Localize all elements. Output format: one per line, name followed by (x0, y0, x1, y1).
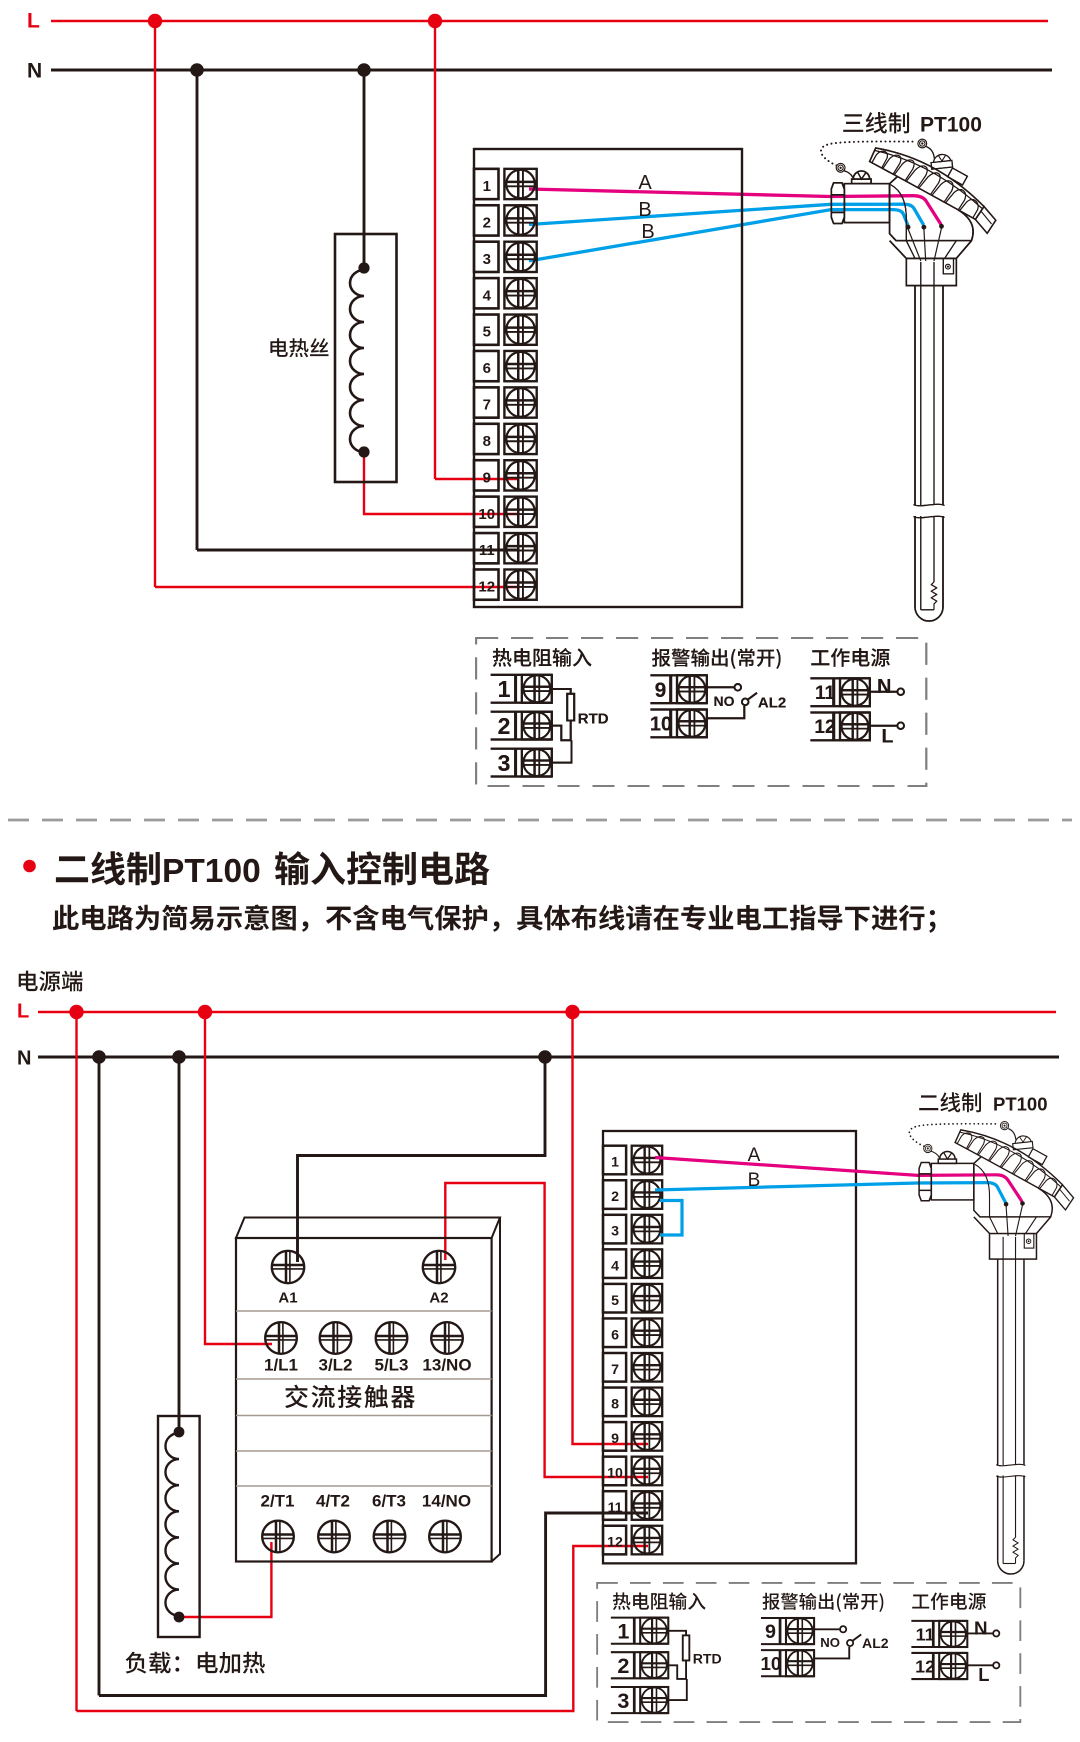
svg-text:3/L2: 3/L2 (318, 1356, 352, 1375)
svg-text:B: B (638, 199, 651, 221)
svg-text:5: 5 (611, 1293, 619, 1309)
svg-text:9: 9 (611, 1431, 619, 1447)
svg-text:7: 7 (611, 1362, 619, 1378)
svg-text:3: 3 (611, 1224, 619, 1240)
svg-text:6: 6 (611, 1327, 619, 1343)
svg-text:6: 6 (483, 360, 491, 377)
svg-text:12: 12 (607, 1535, 623, 1551)
svg-text:2: 2 (483, 214, 491, 231)
svg-text:A: A (638, 172, 652, 194)
svg-text:L: L (27, 10, 40, 33)
svg-text:PT100: PT100 (162, 853, 261, 890)
svg-text:N: N (17, 1048, 31, 1070)
svg-text:14/NO: 14/NO (422, 1492, 471, 1511)
svg-text:A1: A1 (278, 1290, 297, 1307)
svg-text:1/L1: 1/L1 (264, 1356, 298, 1375)
svg-text:1: 1 (483, 178, 491, 195)
svg-text:N: N (27, 60, 42, 83)
svg-text:A2: A2 (429, 1290, 448, 1307)
svg-text:3: 3 (483, 251, 491, 268)
svg-text:PT100: PT100 (993, 1094, 1048, 1115)
svg-text:1: 1 (611, 1155, 619, 1171)
svg-text:5/L3: 5/L3 (374, 1356, 408, 1375)
svg-text:B: B (641, 221, 654, 243)
svg-text:11: 11 (479, 542, 495, 559)
svg-text:8: 8 (483, 433, 491, 450)
svg-text:13/NO: 13/NO (422, 1356, 471, 1375)
svg-text:6/T3: 6/T3 (372, 1492, 406, 1511)
svg-text:7: 7 (483, 397, 491, 414)
svg-text:10: 10 (478, 506, 495, 523)
svg-text:12: 12 (478, 579, 495, 596)
svg-text:A: A (748, 1145, 761, 1166)
svg-text:2/T1: 2/T1 (260, 1492, 294, 1511)
svg-text:4/T2: 4/T2 (316, 1492, 350, 1511)
svg-text:L: L (17, 1001, 29, 1023)
svg-text:4: 4 (483, 287, 492, 304)
svg-text:10: 10 (607, 1466, 623, 1482)
svg-text:B: B (748, 1170, 761, 1191)
svg-text:8: 8 (611, 1396, 619, 1412)
svg-text:4: 4 (611, 1258, 619, 1274)
svg-text:PT100: PT100 (920, 114, 982, 137)
svg-text:11: 11 (608, 1500, 623, 1516)
svg-text:2: 2 (611, 1189, 619, 1205)
svg-text:5: 5 (483, 324, 491, 341)
svg-text:9: 9 (483, 469, 491, 486)
